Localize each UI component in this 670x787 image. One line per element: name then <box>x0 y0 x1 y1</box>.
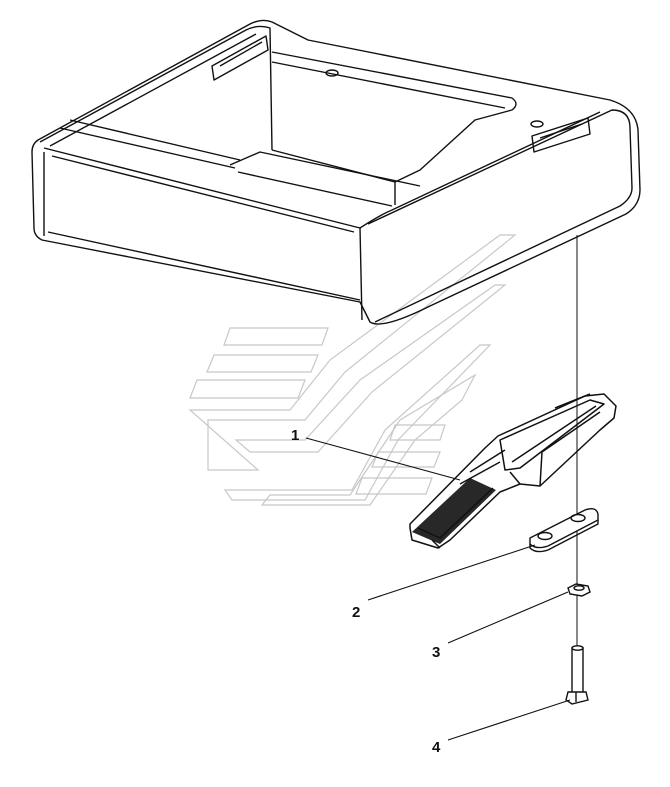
arm-bracket-shading <box>412 478 496 544</box>
callout-1: 1 <box>291 427 300 444</box>
callout-4: 4 <box>432 739 441 756</box>
leader-line-2 <box>367 544 536 601</box>
watermark-logo <box>188 234 517 506</box>
leader-line-1 <box>305 437 461 481</box>
leader-lines <box>305 437 571 741</box>
seat-frame <box>31 19 641 325</box>
shim-plate-icon <box>529 507 599 553</box>
leader-line-4 <box>447 699 571 741</box>
bolt-icon <box>565 645 589 705</box>
callout-2: 2 <box>352 604 361 621</box>
leader-line-3 <box>447 591 569 644</box>
callout-3: 3 <box>432 644 441 661</box>
nut-icon <box>567 583 591 597</box>
